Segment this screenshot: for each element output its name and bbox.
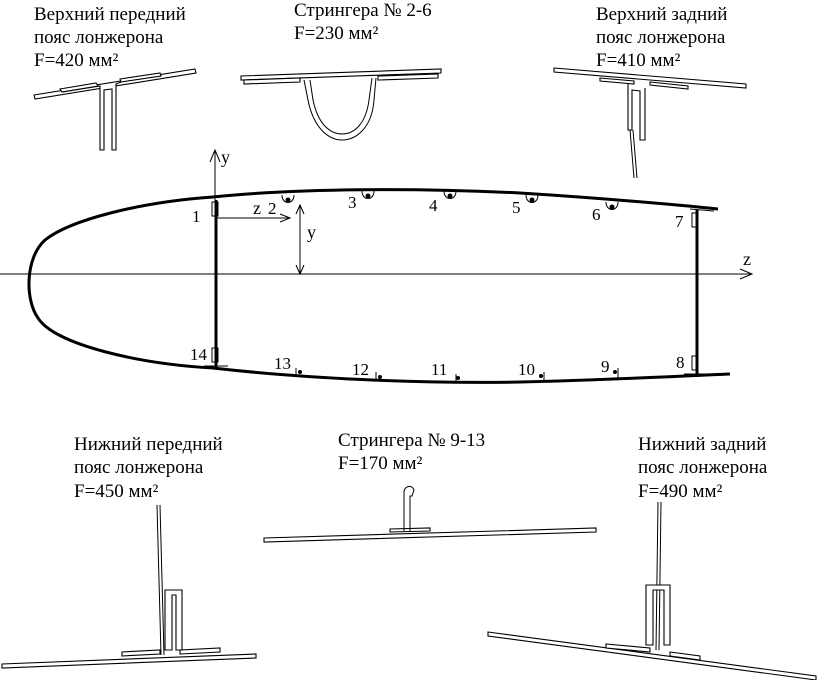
wing-contour (27, 188, 731, 384)
bottom-stringer-profile (263, 485, 597, 543)
upper-front-spar-cap-profile (33, 68, 197, 151)
caption-stringers-bottom: Стрингера № 9-13 F=170 мм² (338, 430, 490, 474)
section-top-stringers (281, 190, 619, 210)
section-spar-caps (204, 201, 715, 375)
y-axis-arrow-icon (209, 148, 221, 163)
lower-rear-spar-cap-profile (487, 501, 817, 680)
lower-front-spar-cap-profile (1, 504, 257, 669)
element-label: 11 (431, 360, 447, 379)
y-local-label: y (307, 222, 316, 242)
caption-lower-front: Нижний передний пояс лонжерона F=450 мм² (74, 434, 227, 502)
element-label: 1 (192, 207, 201, 226)
z-axis-arrow-icon (739, 268, 754, 280)
element-label: 6 (592, 205, 601, 224)
element-label: 10 (518, 360, 535, 379)
z-local-label: z (253, 198, 261, 218)
z-axis-label: z (743, 249, 751, 269)
caption-upper-front: Верхний передний пояс лонжерона F=420 мм… (34, 4, 191, 71)
upper-rear-spar-cap-profile (553, 67, 747, 179)
caption-stringers-top: Стрингера № 2-6 F=230 мм² (294, 0, 436, 44)
y-axis-label: y (221, 147, 230, 167)
element-label: 9 (601, 357, 610, 376)
element-label: 7 (675, 212, 684, 231)
element-label: 14 (190, 345, 208, 364)
element-label: 4 (429, 196, 438, 215)
element-label: 3 (348, 193, 357, 212)
caption-upper-rear: Верхний задний пояс лонжерона F=410 мм² (596, 4, 732, 71)
top-stringer-profile (240, 68, 442, 141)
caption-lower-rear: Нижний задний пояс лонжерона F=490 мм² (638, 434, 772, 502)
section-bottom-stringers (295, 368, 619, 384)
element-numbers: 1 2 3 4 5 6 7 8 9 10 11 12 13 14 (190, 193, 685, 379)
element-label: 5 (512, 198, 521, 217)
coordinate-axes (0, 148, 754, 280)
element-label: 12 (352, 360, 369, 379)
element-label: 13 (274, 354, 291, 373)
element-label: 2 (268, 199, 277, 218)
element-label: 8 (676, 353, 685, 372)
